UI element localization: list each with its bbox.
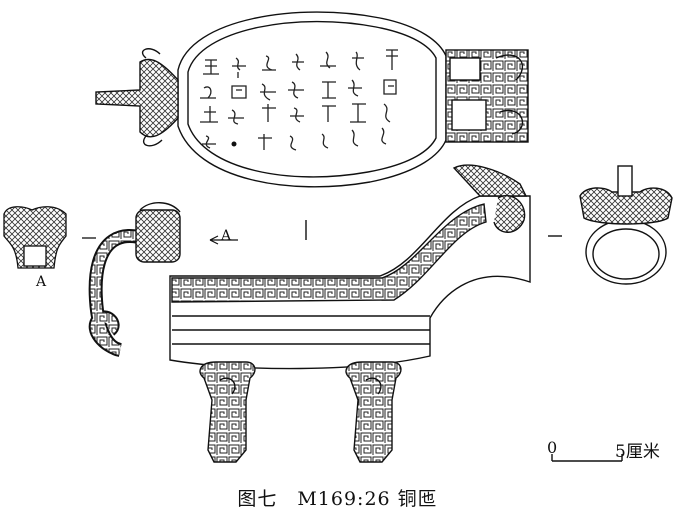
scale-unit-label: 5厘米: [615, 442, 660, 462]
side-view-leg-left: [199, 361, 256, 463]
side-view-band: [171, 203, 487, 303]
figure-caption: 图七 M169:26 铜匜: [237, 488, 438, 510]
side-view-vessel: [88, 164, 531, 463]
inscription: [200, 49, 398, 151]
detail-label: A: [36, 274, 47, 290]
side-view-spout-head: [452, 164, 528, 233]
side-view-handle: [88, 202, 181, 357]
scale-bar: [551, 454, 623, 462]
scale-zero-label: 0: [547, 438, 558, 457]
rear-view-vessel: [548, 165, 673, 285]
top-view-spout: [95, 48, 179, 147]
side-view-leg-right: [345, 361, 402, 463]
top-view-vessel: [95, 11, 529, 188]
detail-handle-head: [3, 206, 96, 269]
view-direction-arrow: [209, 235, 238, 245]
top-view-handle-head: [445, 49, 529, 143]
view-direction-label: A: [221, 228, 232, 244]
